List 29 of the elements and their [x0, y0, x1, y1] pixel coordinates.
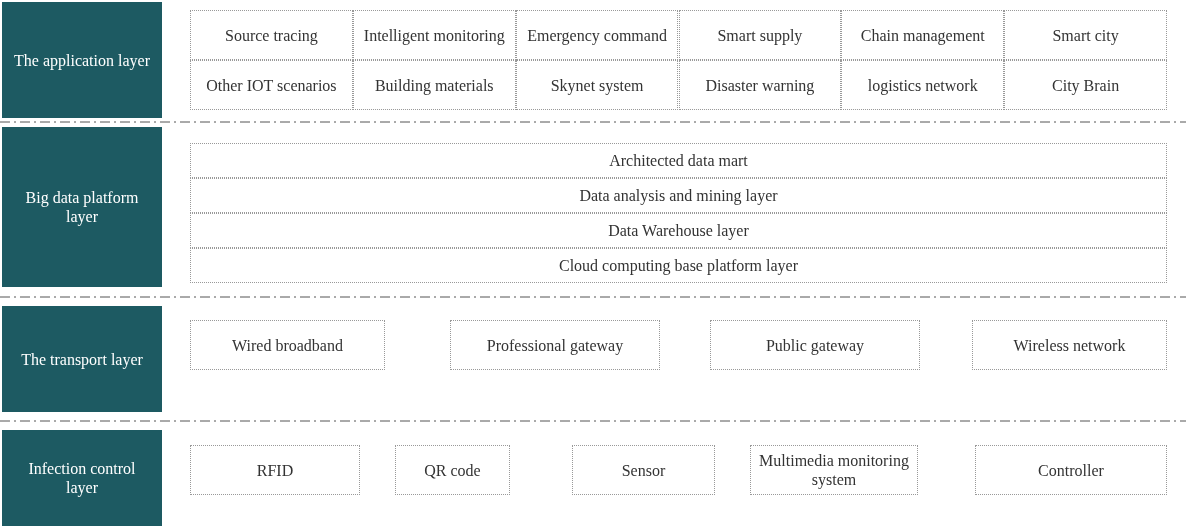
- layer-box: The application layer: [2, 2, 162, 118]
- layer-box: The transport layer: [2, 306, 162, 412]
- module-box: Skynet system: [515, 60, 679, 110]
- module-box: Data Warehouse layer: [190, 213, 1167, 248]
- module-box: Emergency command: [515, 10, 679, 60]
- module-box: Smart supply: [678, 10, 842, 60]
- module-box: City Brain: [1004, 60, 1167, 110]
- module-box: RFID: [190, 445, 360, 495]
- layer-box: Infection control layer: [2, 430, 162, 526]
- module-box: Source tracing: [190, 10, 353, 60]
- module-box: Public gateway: [710, 320, 920, 370]
- module-box: Building materials: [352, 60, 516, 110]
- module-box: Architected data mart: [190, 143, 1167, 178]
- module-box: Cloud computing base platform layer: [190, 248, 1167, 283]
- module-box: Professional gateway: [450, 320, 660, 370]
- module-box: QR code: [395, 445, 510, 495]
- layer-box: Big data platform layer: [2, 127, 162, 287]
- module-box: logistics network: [841, 60, 1005, 110]
- module-box: Multimedia monitoring system: [750, 445, 918, 495]
- module-box: Wireless network: [972, 320, 1167, 370]
- module-box: Chain management: [841, 10, 1005, 60]
- module-box: Sensor: [572, 445, 715, 495]
- module-box: Smart city: [1004, 10, 1167, 60]
- module-box: Controller: [975, 445, 1167, 495]
- module-box: Data analysis and mining layer: [190, 178, 1167, 213]
- module-box: Disaster warning: [678, 60, 842, 110]
- module-box: Wired broadband: [190, 320, 385, 370]
- module-box: Intelligent monitoring: [352, 10, 516, 60]
- module-box: Other IOT scenarios: [190, 60, 353, 110]
